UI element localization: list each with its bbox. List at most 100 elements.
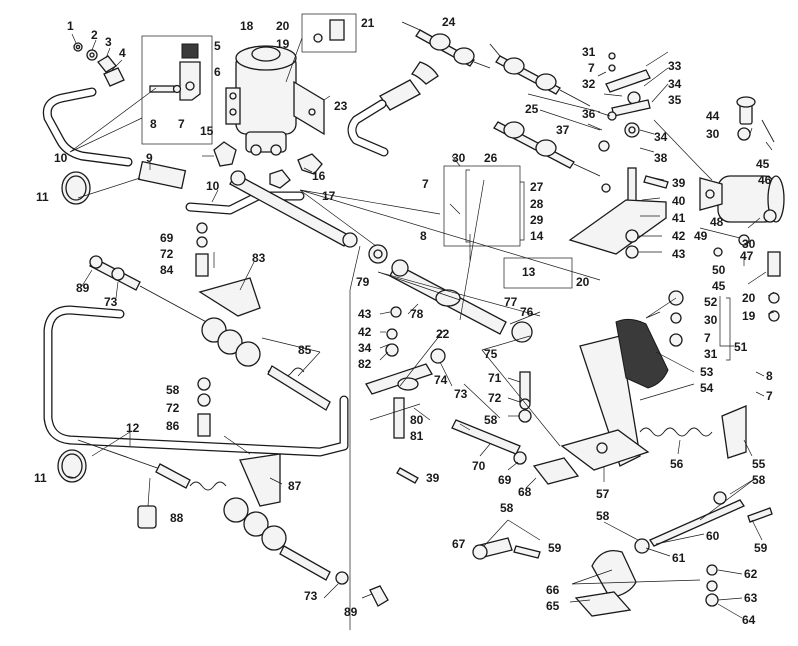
callout-88: 88 [170,511,184,525]
callout-73-a: 73 [454,387,468,401]
callout-72-b: 72 [160,247,174,261]
callout-20-c: 20 [576,275,590,289]
callout-11-a: 11 [36,190,49,204]
callout-59-b: 59 [548,541,562,555]
callout-69-b: 69 [160,231,174,245]
callout-25: 25 [525,102,539,116]
callout-57: 57 [596,487,610,501]
callout-72-a: 72 [488,391,502,405]
callout-27: 27 [530,180,544,194]
callout-59-a: 59 [754,541,768,555]
callout-21: 21 [361,16,375,30]
pin-67 [472,537,541,560]
bracket-83 [195,222,261,317]
callout-17: 17 [322,189,336,203]
callout-71: 71 [488,371,502,385]
callout-82: 82 [358,357,372,371]
callout-8-c: 8 [766,369,773,383]
callout-84: 84 [160,263,174,277]
callout-30-c: 30 [742,237,756,251]
callout-58-a: 58 [752,473,766,487]
callout-80: 80 [410,413,424,427]
callout-24: 24 [442,15,456,29]
callout-51: 51 [734,340,748,354]
callout-46: 46 [758,173,772,187]
callout-47: 47 [740,249,754,263]
callout-81: 81 [410,429,424,443]
callout-31-b: 31 [704,347,718,361]
callout-34-a: 34 [668,77,682,91]
bracket-5-6 [141,35,213,145]
callout-61: 61 [672,551,686,565]
cotter-pins-39 [396,175,773,523]
callout-54: 54 [700,381,714,395]
callout-49: 49 [694,229,708,243]
callout-45-a: 45 [756,157,770,171]
callout-30-a: 30 [452,151,466,165]
callout-74: 74 [434,373,448,387]
rod-17 [229,170,388,264]
lever-handle [347,61,439,157]
callout-69: 69 [498,473,512,487]
callout-73-c: 73 [304,589,318,603]
callout-26: 26 [484,151,498,165]
callout-77: 77 [504,295,518,309]
cable-85 [89,255,331,411]
callout-4: 4 [119,46,126,60]
callout-41: 41 [672,211,686,225]
callout-70: 70 [472,459,486,473]
callout-7-b: 7 [422,177,429,191]
callout-89-b: 89 [344,605,358,619]
callout-78: 78 [410,307,424,321]
callout-58-d: 58 [484,413,498,427]
bolt-stack-71-72 [518,371,532,423]
callout-2: 2 [91,28,98,42]
group-brackets [443,165,731,361]
callout-13: 13 [522,265,536,279]
lever-assembly-74-82 [365,306,521,455]
callout-9: 9 [146,151,153,165]
callout-89-a: 89 [76,281,90,295]
callout-11-b: 11 [34,471,47,485]
callout-85: 85 [298,343,312,357]
bellcrank-36-43 [568,111,667,259]
callout-34-b: 34 [654,130,668,144]
callout-19-b: 19 [742,309,756,323]
callout-39-a: 39 [672,176,686,190]
callout-33: 33 [668,59,682,73]
frame-bar [43,305,349,457]
callout-63: 63 [744,591,758,605]
callout-31-a: 31 [582,45,596,59]
callout-42-b: 42 [358,325,372,339]
callout-7-c: 7 [588,61,595,75]
callout-28: 28 [530,197,544,211]
callout-68: 68 [518,485,532,499]
callout-14: 14 [530,229,544,243]
plate-57 [560,429,650,471]
callout-86: 86 [166,419,180,433]
callout-48: 48 [710,215,724,229]
callout-58-e: 58 [166,383,180,397]
callout-1: 1 [67,19,74,33]
cable-12 [57,439,389,607]
callout-40: 40 [672,194,686,208]
callout-50: 50 [712,263,726,277]
callout-64: 64 [742,613,756,627]
callout-39-b: 39 [426,471,440,485]
callout-43-b: 43 [358,307,372,321]
callout-23: 23 [334,99,348,113]
callout-35: 35 [668,93,682,107]
callout-72-c: 72 [166,401,180,415]
callout-58-b: 58 [596,509,610,523]
callout-62: 62 [744,567,758,581]
callout-30-d: 30 [704,313,718,327]
callout-67: 67 [452,537,466,551]
callout-7-d: 7 [704,331,711,345]
callout-79: 79 [356,275,370,289]
linkage-31-35 [489,43,651,117]
callout-60: 60 [706,529,720,543]
callout-12: 12 [126,421,140,435]
callout-10-a: 10 [54,151,68,165]
callout-75: 75 [484,347,498,361]
